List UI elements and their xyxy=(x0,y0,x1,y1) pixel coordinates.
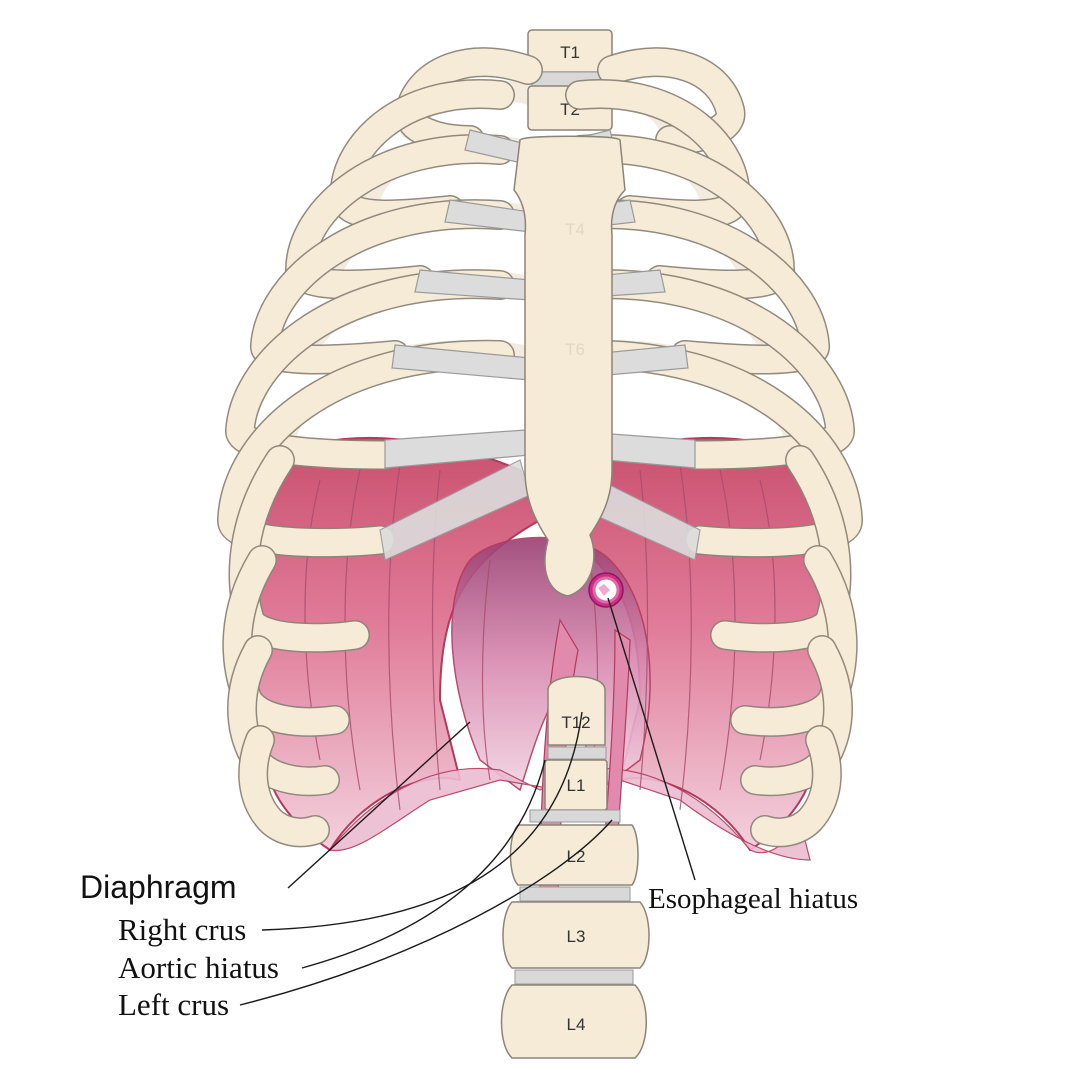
vertebra-label-t12: T12 xyxy=(561,713,590,732)
label-left-crus: Left crus xyxy=(118,987,229,1022)
label-esophageal-hiatus: Esophageal hiatus xyxy=(648,883,858,915)
vertebra-label-l2: L2 xyxy=(567,847,586,866)
vertebra-t12 xyxy=(548,677,605,746)
label-diaphragm: Diaphragm xyxy=(80,869,237,905)
vertebra-label-l3: L3 xyxy=(567,927,586,946)
labels: Diaphragm Right crus Aortic hiatus Left … xyxy=(80,869,858,1022)
vertebra-label-l1: L1 xyxy=(567,776,586,795)
vertebra-label-t6: T6 xyxy=(565,340,585,359)
label-aortic-hiatus: Aortic hiatus xyxy=(118,950,279,985)
vertebra-label-t1: T1 xyxy=(560,43,580,62)
label-right-crus: Right crus xyxy=(118,912,246,947)
esophagus-cross-section xyxy=(589,573,623,607)
vertebra-label-t4: T4 xyxy=(565,220,585,239)
vertebra-label-l4: L4 xyxy=(567,1015,586,1034)
